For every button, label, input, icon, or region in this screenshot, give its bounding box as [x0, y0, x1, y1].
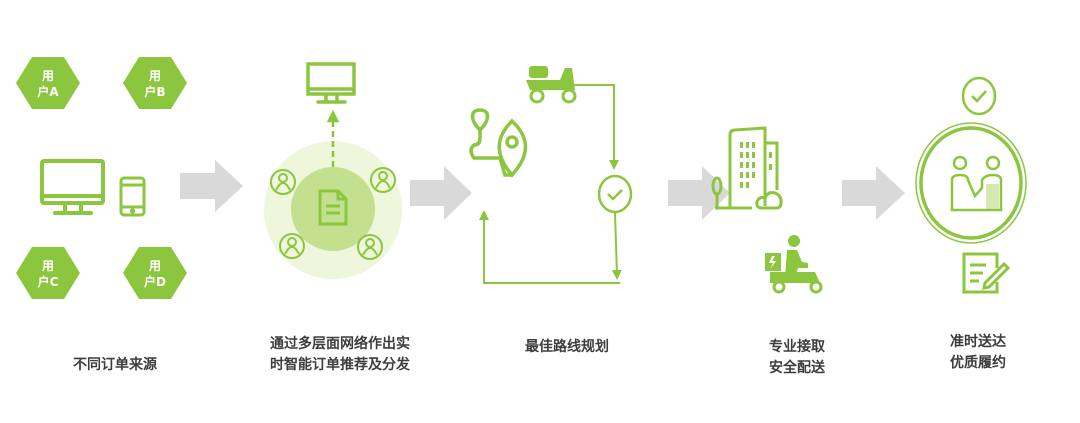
svg-text:户B: 户B: [144, 84, 165, 99]
user-c-hexagon: 用 户C: [16, 247, 80, 299]
checkmark-circle-icon: [961, 76, 997, 116]
step-label-route-planning: 最佳路线规划: [525, 339, 609, 355]
scooter-icon: [526, 66, 577, 104]
person-icon: [357, 234, 383, 260]
person-icon: [270, 169, 296, 195]
step-label-on-time-fulfillment: 准时送达 优质履约: [950, 334, 1006, 371]
person-icon: [279, 233, 305, 259]
building-icon: [711, 126, 783, 210]
svg-text:用: 用: [41, 69, 54, 83]
checkmark-circle-icon: [597, 174, 633, 214]
person-icon: [370, 167, 396, 193]
svg-text:用: 用: [41, 259, 54, 273]
svg-text:户A: 户A: [37, 84, 59, 99]
delivery-rider-icon: [765, 235, 823, 294]
flow-arrow-2: [410, 166, 472, 220]
svg-text:户D: 户D: [144, 274, 166, 289]
smartphone-icon: [119, 176, 146, 217]
recipient-monitor-icon: [306, 62, 356, 104]
flow-arrow-1: [180, 160, 243, 212]
document-icon: [318, 189, 348, 226]
step-label-pickup-delivery: 专业接取 安全配送: [769, 339, 825, 376]
signed-document-icon: [962, 252, 1011, 294]
handshake-circle-icon: [915, 122, 1027, 244]
svg-text:用: 用: [148, 259, 161, 273]
building-windows: [740, 142, 772, 188]
user-a-hexagon: 用 户A: [16, 57, 80, 109]
svg-text:户C: 户C: [38, 274, 59, 289]
user-d-hexagon: 用 户D: [123, 247, 187, 299]
step-label-smart-dispatch: 通过多层面网络作出实 时智能订单推荐及分发: [270, 336, 410, 373]
svg-text:用: 用: [148, 69, 161, 83]
flow-arrow-4: [842, 166, 905, 220]
desktop-monitor-icon: [40, 159, 105, 215]
network-hub: [264, 109, 402, 279]
route-map-pin-icon: [469, 108, 528, 178]
route-loop: [479, 84, 622, 284]
step-label-order-sources: 不同订单来源: [73, 357, 157, 373]
user-b-hexagon: 用 户B: [123, 57, 187, 109]
